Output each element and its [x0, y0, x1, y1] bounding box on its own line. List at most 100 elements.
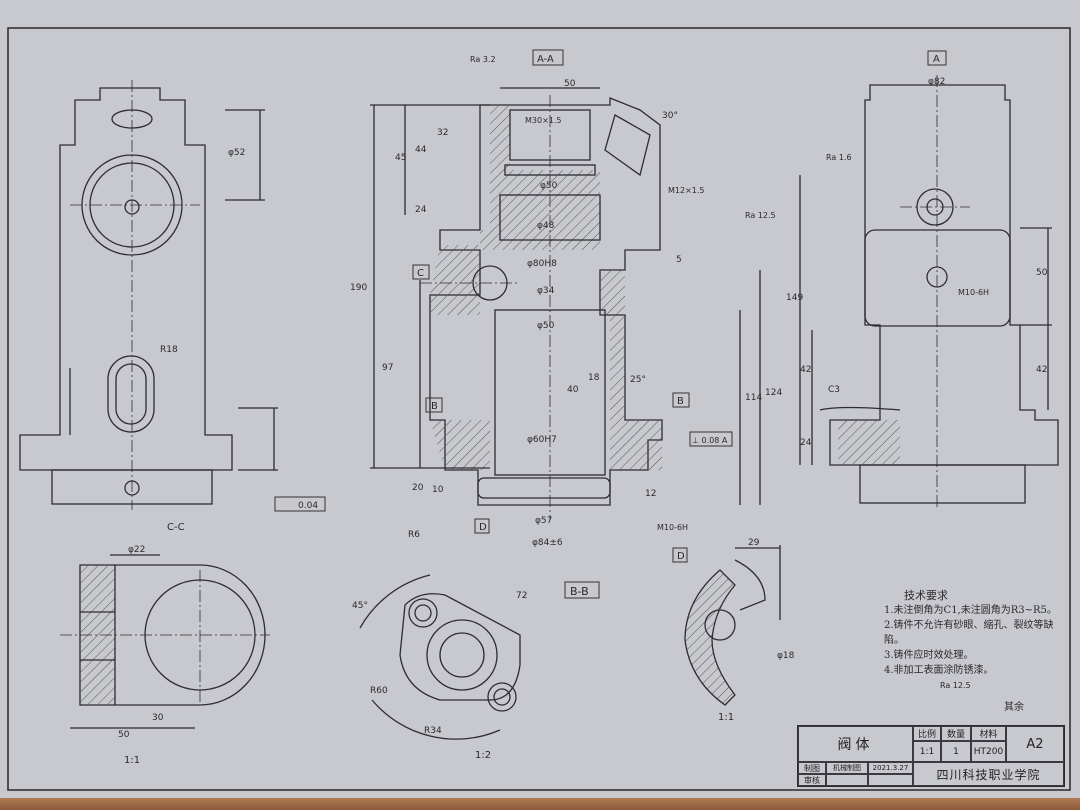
- quantity-value: 1: [941, 741, 971, 762]
- dim-42b: 42: [800, 365, 811, 375]
- scale-bottom-center: 1:2: [475, 750, 491, 761]
- label-view-b-left: B: [431, 401, 438, 412]
- scale-value: 1:1: [913, 741, 941, 762]
- label-section-aa: A-A: [537, 54, 554, 65]
- dim-phi57: φ57: [535, 516, 552, 526]
- perpendicularity-tolerance: ⊥ 0.08 A: [692, 436, 728, 445]
- dim-18: 18: [588, 373, 600, 383]
- dim-97: 97: [382, 363, 393, 373]
- tech-note-3: 3.铸件应时效处理。: [884, 650, 974, 661]
- check-date: [868, 774, 913, 786]
- label-view-a: A: [933, 54, 940, 65]
- dim-5: 5: [676, 255, 682, 265]
- technical-requirements: 技术要求 1.未注倒角为C1,未注圆角为R3~R5。 2.铸件不允许有砂眼、缩孔…: [884, 588, 1069, 715]
- dim-50b: 50: [564, 79, 576, 89]
- dim-r34: R34: [424, 726, 442, 736]
- sheet-size: A2: [1006, 726, 1064, 762]
- dim-12: 12: [645, 489, 656, 499]
- dim-25deg: 25°: [630, 375, 646, 385]
- cc-centerlines: [60, 570, 270, 705]
- label-view-d: D: [479, 522, 487, 533]
- tech-note-2: 2.铸件不允许有砂眼、缩孔、裂纹等缺陷。: [884, 620, 1054, 646]
- label-view-b-right: B: [677, 396, 684, 407]
- dim-phi18: φ18: [777, 651, 795, 661]
- scale-label: 比例: [913, 726, 941, 741]
- part-name: 阀体: [798, 726, 913, 762]
- label-view-c: C: [417, 268, 424, 279]
- dim-45: 45: [395, 153, 406, 163]
- label-section-bb: B-B: [570, 585, 589, 598]
- dim-30deg: 30°: [662, 111, 678, 121]
- dim-m30: M30×1.5: [525, 116, 562, 125]
- dim-42: 42: [1036, 365, 1047, 375]
- dim-24r: 24: [800, 438, 812, 448]
- checked-label: 审核: [798, 774, 826, 786]
- dim-r18: R18: [160, 345, 178, 355]
- dim-r6: R6: [408, 530, 420, 540]
- dim-72: 72: [516, 591, 527, 601]
- dim-149: 149: [786, 293, 803, 303]
- label-view-d2: D: [677, 551, 685, 562]
- roughness-ra125: Ra 12.5: [745, 211, 776, 220]
- dim-190: 190: [350, 283, 367, 293]
- drawing-date: 2021.3.27: [868, 762, 913, 774]
- dim-phi84: φ84±6: [532, 538, 563, 548]
- dim-m12: M12×1.5: [668, 186, 705, 195]
- dim-114: 114: [745, 393, 762, 403]
- tech-note-1: 1.未注倒角为C1,未注圆角为R3~R5。: [884, 605, 1057, 616]
- dim-40: 40: [567, 385, 579, 395]
- dim-c3: C3: [828, 385, 840, 395]
- dim-44: 44: [415, 145, 427, 155]
- school-name: 四川科技职业学院: [913, 762, 1064, 786]
- dim-50r: 50: [1036, 268, 1048, 278]
- sheet-border: [7, 27, 1071, 791]
- roughness-ra12: Ra 12.5: [940, 681, 971, 690]
- dim-29: 29: [748, 538, 760, 548]
- dim-45deg: 45°: [352, 601, 368, 611]
- dim-phi80: φ80H8: [527, 259, 557, 269]
- dim-24: 24: [415, 205, 427, 215]
- dim-phi50b: φ50: [537, 321, 555, 331]
- dim-r60: R60: [370, 686, 388, 696]
- dim-10: 10: [432, 485, 444, 495]
- dim-124: 124: [765, 388, 782, 398]
- table-surface: [0, 798, 1080, 810]
- material-label: 材料: [971, 726, 1006, 741]
- scale-bottom-left: 1:1: [124, 755, 140, 766]
- flatness-tolerance: 0.04: [298, 501, 318, 511]
- checked-by: [826, 774, 868, 786]
- dim-32: 32: [437, 128, 448, 138]
- roughness-ra16: Ra 1.6: [826, 153, 852, 162]
- section-cc: [70, 554, 266, 729]
- front-centerlines: [70, 80, 200, 510]
- dim-phi34: φ34: [537, 286, 555, 296]
- dim-phi48: φ48: [537, 221, 555, 231]
- tech-notes-heading: 技术要求: [904, 589, 948, 602]
- dim-phi60: φ60H7: [527, 435, 557, 445]
- scale-detail: 1:1: [718, 712, 734, 723]
- tech-note-4: 4.非加工表面涂防锈漆。: [884, 665, 994, 676]
- section-bb: [359, 574, 521, 740]
- roughness-rest-label: 其余: [1004, 702, 1024, 713]
- side-view-a: [799, 84, 1059, 504]
- drawn-label: 制图: [798, 762, 826, 774]
- detail-d: [684, 545, 781, 706]
- title-block: 阀体 比例 数量 材料 1:1 1 HT200 A2 制图 审核 机械制图 20…: [797, 725, 1065, 787]
- dim-50: 50: [118, 730, 130, 740]
- dim-phi52: φ52: [228, 148, 245, 158]
- aa-centerlines: [420, 95, 551, 520]
- dim-30: 30: [152, 713, 164, 723]
- dim-phi50: φ50: [540, 181, 558, 191]
- label-section-cc: C-C: [167, 522, 185, 533]
- material-value: HT200: [971, 741, 1006, 762]
- quantity-label: 数量: [941, 726, 971, 741]
- drawn-by: 机械制图: [826, 762, 868, 774]
- dim-m10r: M10-6H: [958, 288, 989, 297]
- dim-phi82: φ82: [928, 77, 945, 87]
- dim-m10: M10-6H: [657, 523, 688, 532]
- a-centerlines: [900, 75, 970, 510]
- roughness-ra32: Ra 3.2: [470, 55, 496, 64]
- dim-phi22: φ22: [128, 545, 145, 555]
